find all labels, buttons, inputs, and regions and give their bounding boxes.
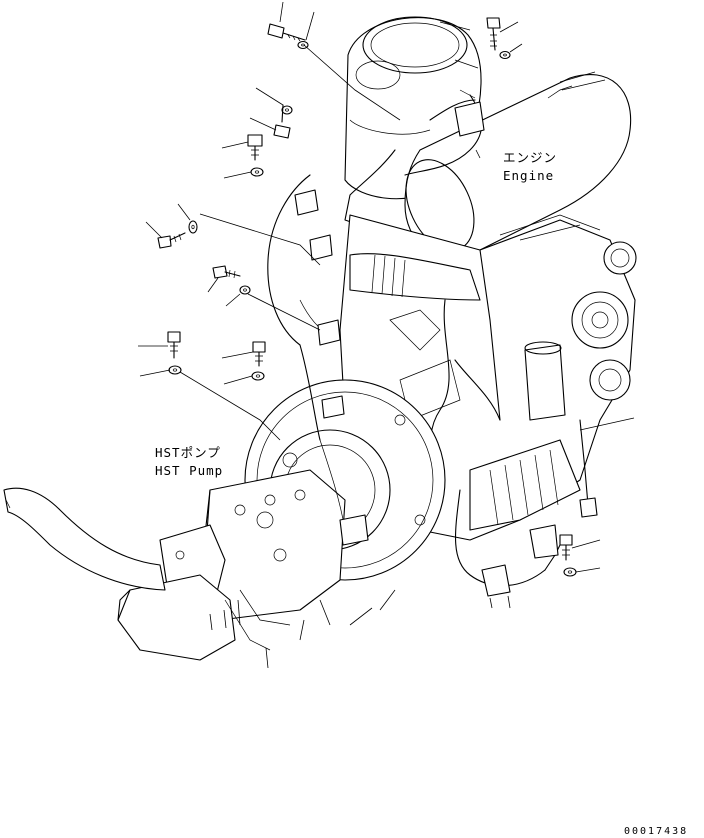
bolt-4 [157,232,186,249]
engine-block [339,214,637,541]
washer-3 [250,167,264,177]
washer-1 [281,105,293,115]
washer-7 [251,371,265,381]
bolt-8 [559,534,573,561]
leader-lines [138,1,635,669]
wiring-harness [267,94,598,597]
bolt-5 [212,265,241,279]
bolt-6 [167,331,181,359]
bolt-7 [252,341,266,367]
washer-8 [563,567,577,577]
bolt-top-right [486,17,501,51]
drawing-number: 00017438 [624,826,688,837]
suction-hose [3,487,166,591]
washer-5 [239,285,251,295]
hst-pump-label-jp: HSTポンプ [155,445,221,460]
bolt-top-left [267,23,306,42]
bolt-3 [247,134,263,161]
washer-6 [168,365,182,375]
hst-pump-label-en: HST Pump [155,463,223,478]
washer-top-right [499,50,511,60]
washer-4 [188,220,198,234]
engine-label-en: Engine [503,168,554,183]
engine-label-jp: エンジン [503,150,557,165]
bolt-2 [273,104,291,139]
hst-pump [117,469,346,661]
